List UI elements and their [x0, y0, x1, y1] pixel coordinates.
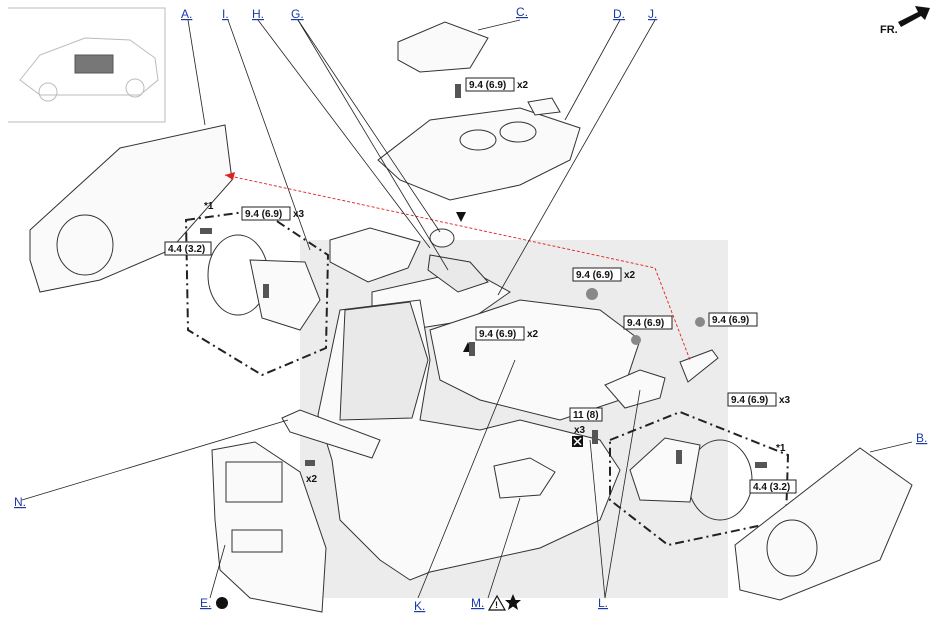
armrest: [339, 301, 429, 421]
rear-vent: [225, 461, 283, 503]
correspondence-arrow: [224, 174, 691, 361]
cup-holder-1: [459, 129, 497, 151]
right-speaker-bracket: [629, 437, 701, 503]
bolt-icon: [755, 462, 767, 468]
callout-d[interactable]: D.: [613, 7, 625, 21]
left-speaker-detail-box: [184, 208, 330, 377]
torque-right-speaker: 9.4 (6.9) x3: [727, 392, 791, 407]
torque-eleven: 11 (8) x3: [569, 407, 603, 447]
bolt-icon: [469, 342, 475, 356]
nut-icon: [631, 335, 641, 345]
bolt-icon: [592, 430, 598, 444]
svg-text:x2: x2: [517, 80, 529, 91]
callout-k[interactable]: K.: [414, 599, 425, 613]
cup-holder-2: [499, 121, 537, 143]
direction-label: FR.: [880, 24, 898, 36]
svg-text:9.4 (6.9): 9.4 (6.9): [712, 315, 749, 326]
right-speaker-detail-box: [609, 410, 790, 547]
left-speaker-bracket: [249, 259, 321, 331]
callout-c[interactable]: C.: [516, 5, 528, 19]
bolt-icon: [676, 450, 682, 464]
svg-text:4.4 (3.2): 4.4 (3.2): [753, 482, 790, 493]
torque-top-center: 9.4 (6.9) x2: [465, 77, 529, 92]
svg-text:9.4 (6.9): 9.4 (6.9): [245, 209, 282, 220]
svg-text:11 (8): 11 (8): [573, 410, 599, 421]
left-side-trim-panel: [29, 124, 233, 293]
switch-assembly: [427, 254, 489, 293]
callout-n[interactable]: N.: [14, 495, 26, 509]
rear-console-panel: [211, 441, 327, 613]
rear-bracket: [281, 409, 381, 459]
front-direction-indicator: FR.: [880, 6, 930, 36]
note-right-box: *1: [776, 443, 786, 454]
bolt-icon: [455, 84, 461, 98]
upper-console-panel: [377, 107, 581, 201]
arrow-icon: [898, 6, 930, 27]
svg-text:x3: x3: [779, 395, 791, 406]
callout-i[interactable]: I.: [222, 7, 229, 21]
svg-text:9.4 (6.9): 9.4 (6.9): [576, 270, 613, 281]
torque-mid-right-a: 9.4 (6.9) x2: [572, 267, 636, 282]
usb-socket: [604, 369, 666, 409]
torque-left-small: 4.4 (3.2): [164, 241, 212, 256]
callout-a[interactable]: A.: [181, 7, 192, 21]
callout-l[interactable]: L.: [598, 596, 608, 610]
center-tray: [329, 227, 421, 283]
torque-right-small: 4.4 (3.2): [749, 479, 797, 494]
note-left-box: *1: [204, 201, 214, 212]
control-module: [493, 457, 556, 499]
warning-mark: !: [495, 600, 498, 610]
callout-j[interactable]: J.: [648, 7, 657, 21]
nut-icon: [695, 317, 705, 327]
small-cap: [527, 97, 561, 116]
torque-left-speaker: 9.4 (6.9) x3: [241, 206, 305, 221]
svg-text:x3: x3: [293, 209, 305, 220]
svg-text:9.4 (6.9): 9.4 (6.9): [627, 318, 664, 329]
warning-triangle-icon: [487, 594, 507, 611]
callout-m[interactable]: M.: [471, 596, 484, 610]
connector-knob: [429, 228, 455, 248]
callout-e[interactable]: E.: [200, 596, 211, 610]
right-speaker-opening: [766, 519, 818, 577]
down-arrow-icon: [456, 212, 466, 222]
rear-switch-panel: [231, 529, 283, 553]
svg-text:9.4 (6.9): 9.4 (6.9): [731, 395, 768, 406]
multiplier-bottom: x2: [306, 474, 318, 485]
star-icon: [505, 594, 521, 610]
callout-g[interactable]: G.: [291, 7, 304, 21]
vehicle-thumbnail: [8, 7, 166, 123]
torque-far-right: 9.4 (6.9): [708, 312, 758, 327]
torque-mid-right-b: 9.4 (6.9): [623, 315, 673, 330]
torque-center-bracket: 9.4 (6.9) x2: [475, 326, 539, 341]
svg-text:x2: x2: [527, 329, 539, 340]
bolt-icon: [305, 460, 315, 466]
svg-text:9.4 (6.9): 9.4 (6.9): [479, 329, 516, 340]
arrowhead-icon: [225, 172, 235, 180]
svg-text:x2: x2: [624, 270, 636, 281]
console-top-cover: [397, 21, 489, 73]
svg-text:9.4 (6.9): 9.4 (6.9): [469, 80, 506, 91]
bolts: [200, 84, 767, 468]
nut-icon: [586, 288, 598, 300]
left-speaker-opening: [56, 214, 114, 276]
right-side-trim-panel: [734, 447, 913, 601]
callout-b[interactable]: B.: [916, 431, 927, 445]
bolt-icon: [263, 284, 269, 298]
small-bracket: [679, 349, 719, 383]
svg-text:4.4 (3.2): 4.4 (3.2): [168, 244, 205, 255]
filled-circle-icon: [216, 597, 228, 609]
callout-h[interactable]: H.: [252, 7, 264, 21]
leader-lines: [21, 19, 913, 599]
svg-text:x3: x3: [574, 425, 586, 436]
bolt-icon: [200, 228, 212, 234]
